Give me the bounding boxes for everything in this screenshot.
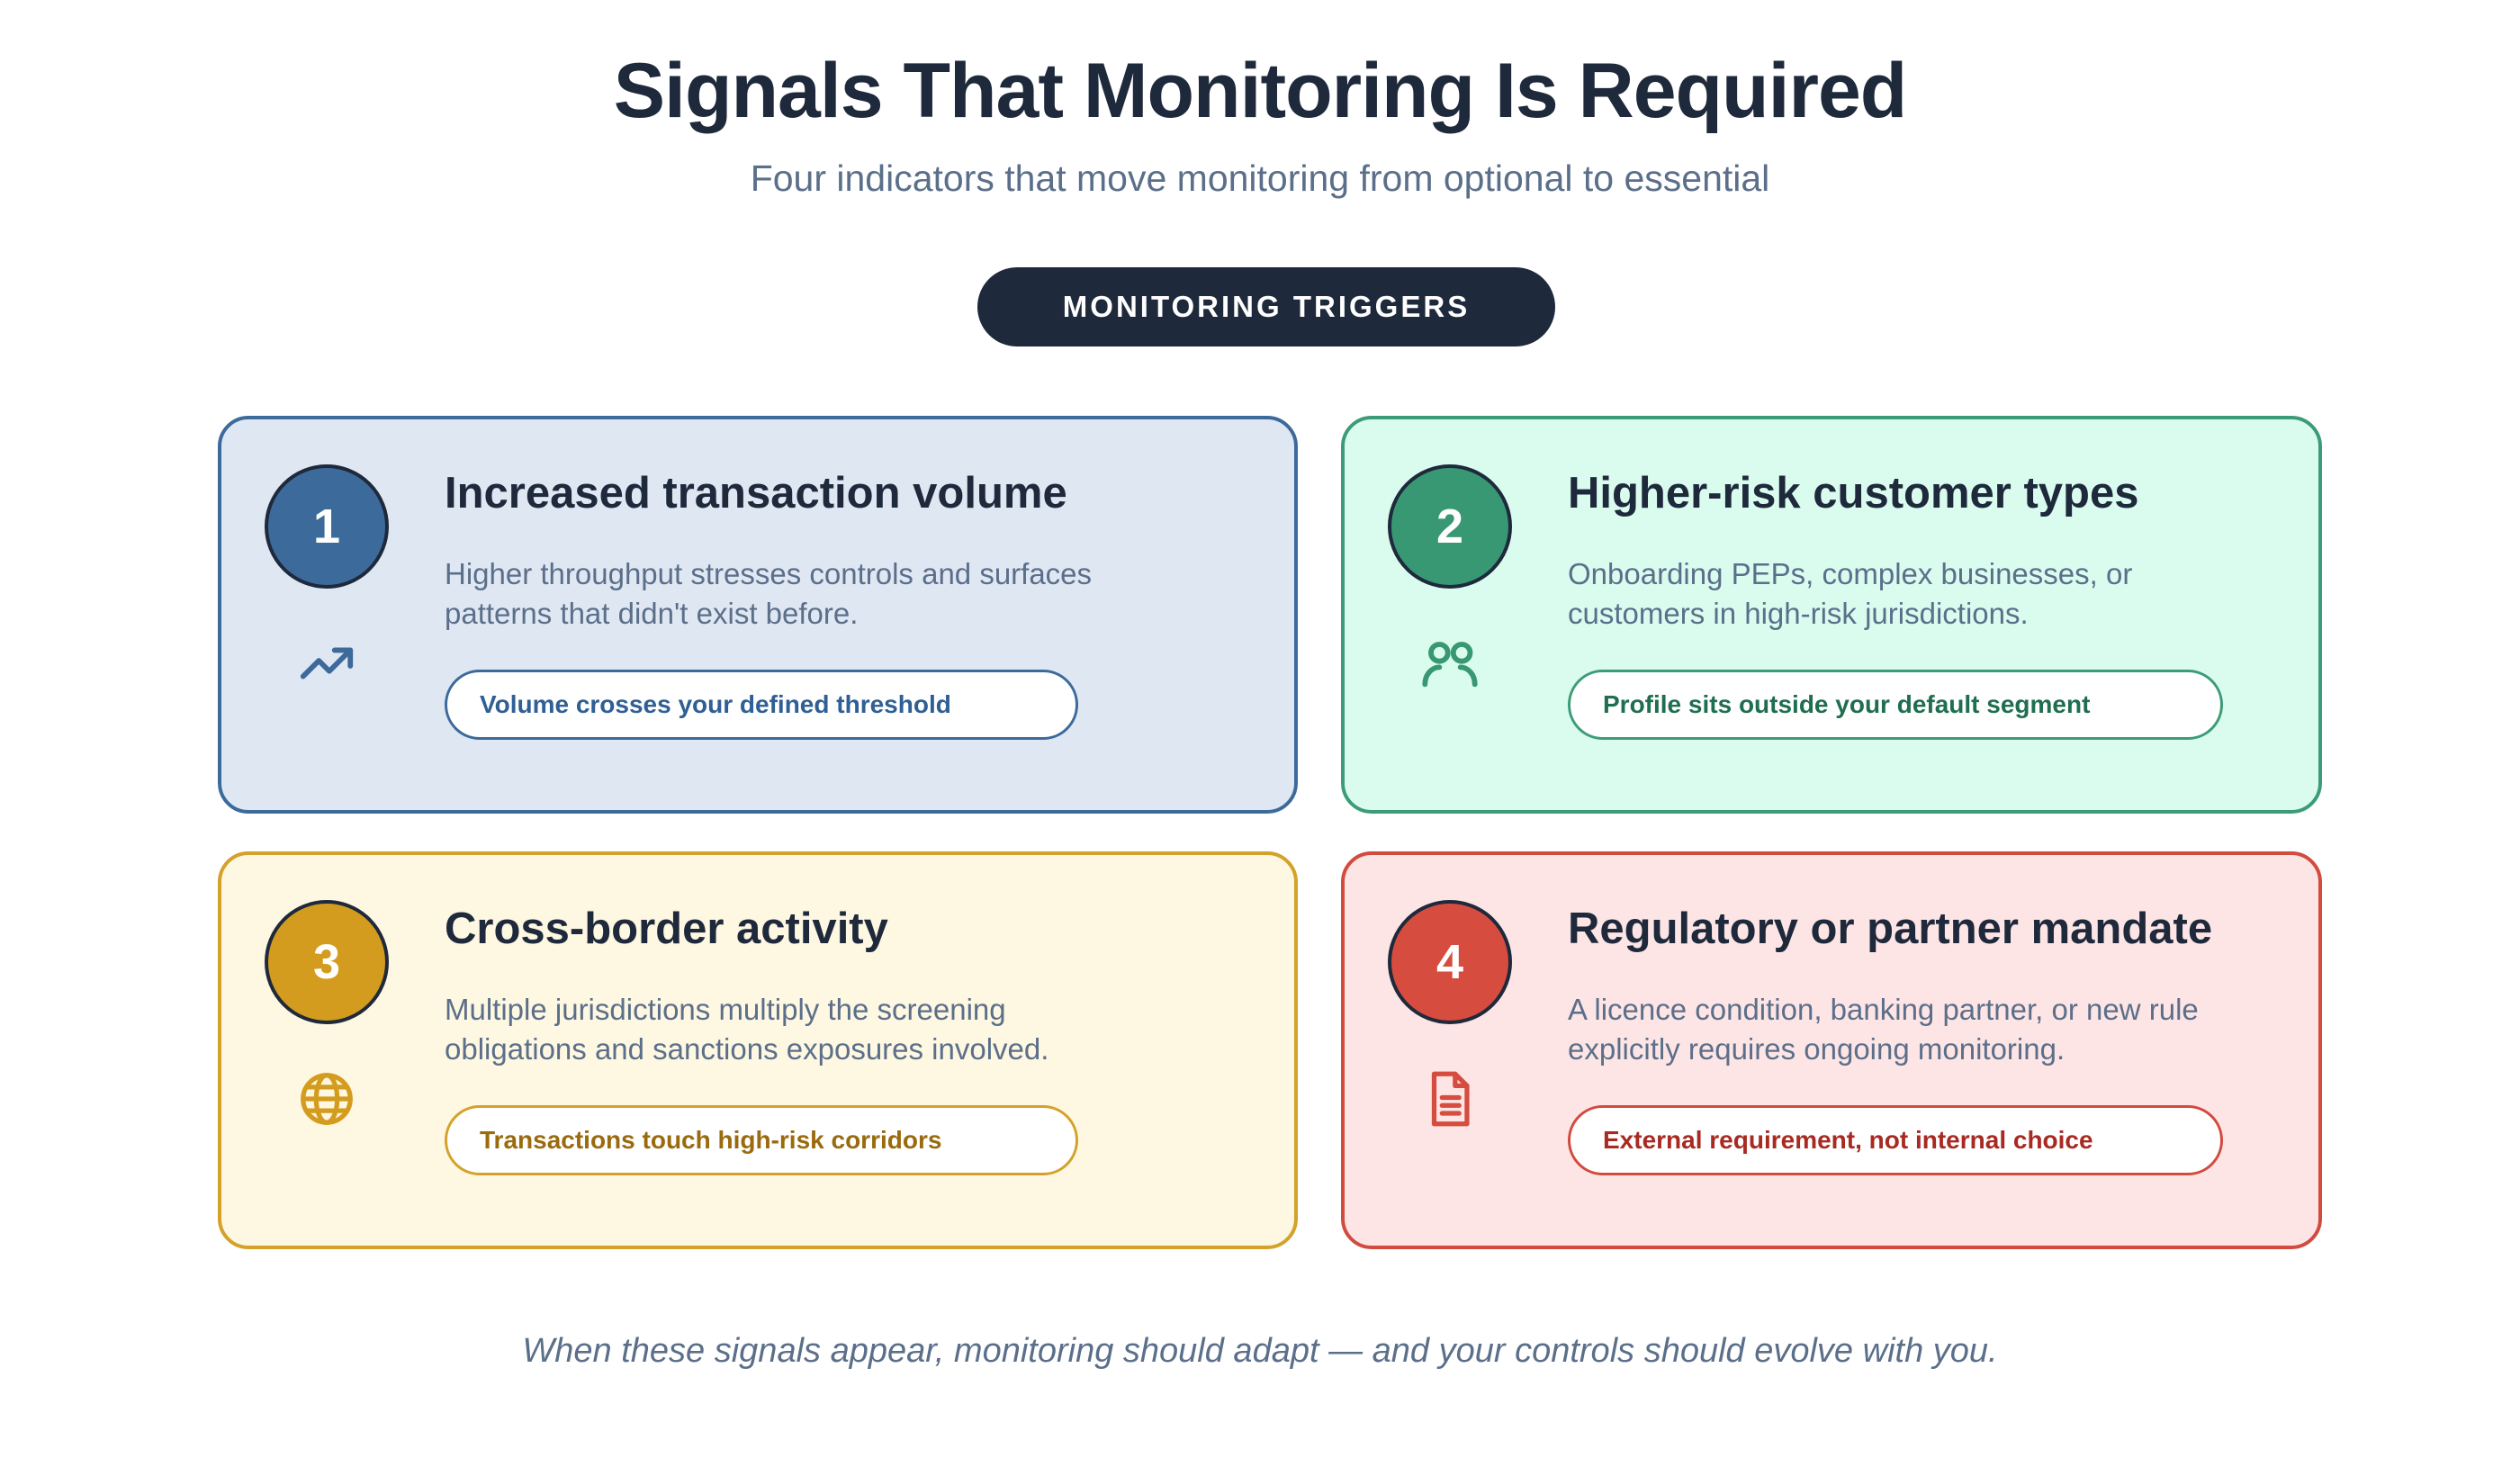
globe-icon <box>295 1067 358 1130</box>
users-icon <box>1418 632 1481 695</box>
footer-note: When these signals appear, monitoring sh… <box>522 1332 1998 1370</box>
page-title: Signals That Monitoring Is Required <box>613 48 1908 134</box>
section-pill-label: MONITORING TRIGGERS <box>1062 290 1471 323</box>
card-description: Higher throughput stresses controls and … <box>445 557 1093 630</box>
card-description: Multiple jurisdictions multiply the scre… <box>445 993 1049 1066</box>
signal-card-regulatory-mandate: 4 Regulatory or partner mandate A licenc… <box>1341 851 2322 1249</box>
card-number-badge: 3 <box>265 900 389 1024</box>
card-number-badge: 1 <box>265 464 389 589</box>
signal-card-customer-types: 2 Higher-risk customer types Onboarding … <box>1341 416 2322 814</box>
card-number-badge: 2 <box>1388 464 1512 589</box>
card-tag: Profile sits outside your default segmen… <box>1568 670 2223 740</box>
card-title: Cross-border activity <box>445 904 888 953</box>
card-description: Onboarding PEPs, complex businesses, or … <box>1568 557 2133 630</box>
card-title: Regulatory or partner mandate <box>1568 904 2213 953</box>
signal-card-transaction-volume: 1 Increased transaction volume Higher th… <box>218 416 1298 814</box>
document-icon <box>1418 1067 1481 1130</box>
trending-up-icon <box>295 632 358 695</box>
section-pill: MONITORING TRIGGERS <box>977 267 1555 346</box>
card-description: A licence condition, banking partner, or… <box>1568 993 2199 1066</box>
card-title: Higher-risk customer types <box>1568 469 2139 518</box>
card-tag: Volume crosses your defined threshold <box>445 670 1078 740</box>
page-subtitle: Four indicators that move monitoring fro… <box>750 158 1770 199</box>
signal-card-cross-border: 3 Cross-border activity Multiple jurisdi… <box>218 851 1298 1249</box>
card-tag: Transactions touch high-risk corridors <box>445 1105 1078 1175</box>
card-number-badge: 4 <box>1388 900 1512 1024</box>
card-tag: External requirement, not internal choic… <box>1568 1105 2223 1175</box>
card-title: Increased transaction volume <box>445 469 1067 518</box>
